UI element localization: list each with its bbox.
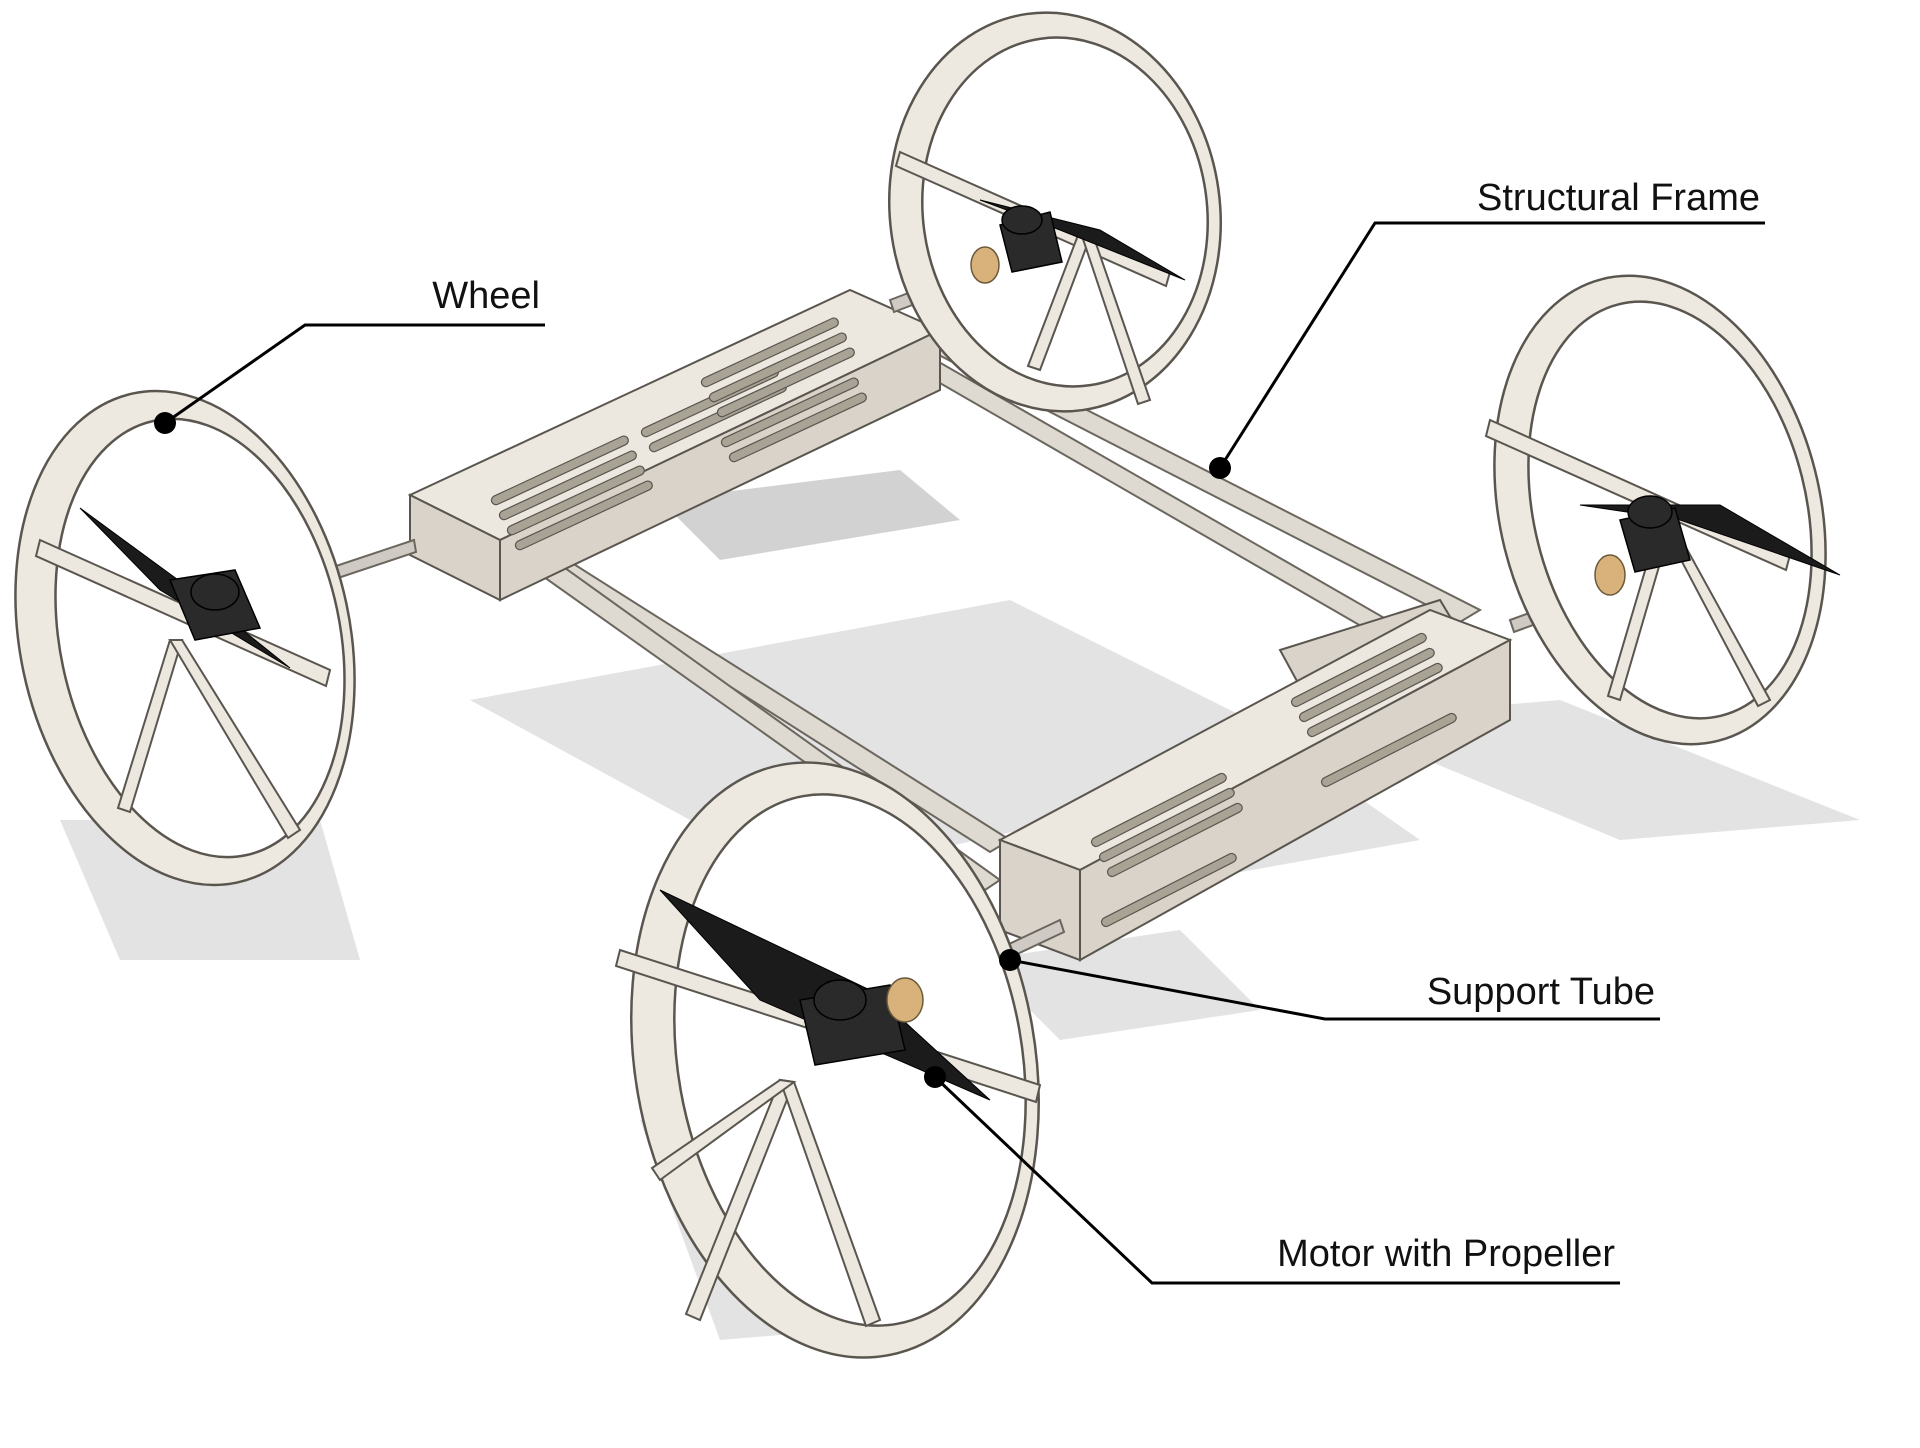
support-tube-leader-dot — [999, 949, 1021, 971]
wheel-leader-line — [164, 323, 545, 425]
wheel-right — [1484, 274, 1841, 746]
support-tube-label: Support Tube — [1427, 971, 1655, 1013]
callout-structural-frame: Structural Frame — [1209, 177, 1765, 479]
structural-frame-leader-line — [1218, 221, 1765, 469]
wheel-left — [14, 389, 356, 887]
motor-leader-line — [933, 1075, 1620, 1285]
motor-with-propeller-label: Motor with Propeller — [1277, 1233, 1615, 1275]
wheel-back — [888, 11, 1222, 413]
back-tray-slots — [490, 317, 867, 551]
wheel-front — [614, 761, 1042, 1359]
support-tube-leader-line — [1009, 958, 1660, 1021]
wheel-leader-dot — [154, 412, 176, 434]
callout-support-tube: Support Tube — [999, 949, 1660, 1021]
structural-frame-label: Structural Frame — [1477, 177, 1760, 219]
callout-wheel: Wheel — [154, 275, 545, 434]
structural-frame-leader-dot — [1209, 457, 1231, 479]
front-tray-slots — [1090, 632, 1457, 928]
callout-motor-with-propeller: Motor with Propeller — [924, 1066, 1620, 1285]
wheel-label: Wheel — [432, 275, 540, 317]
motor-leader-dot — [924, 1066, 946, 1088]
